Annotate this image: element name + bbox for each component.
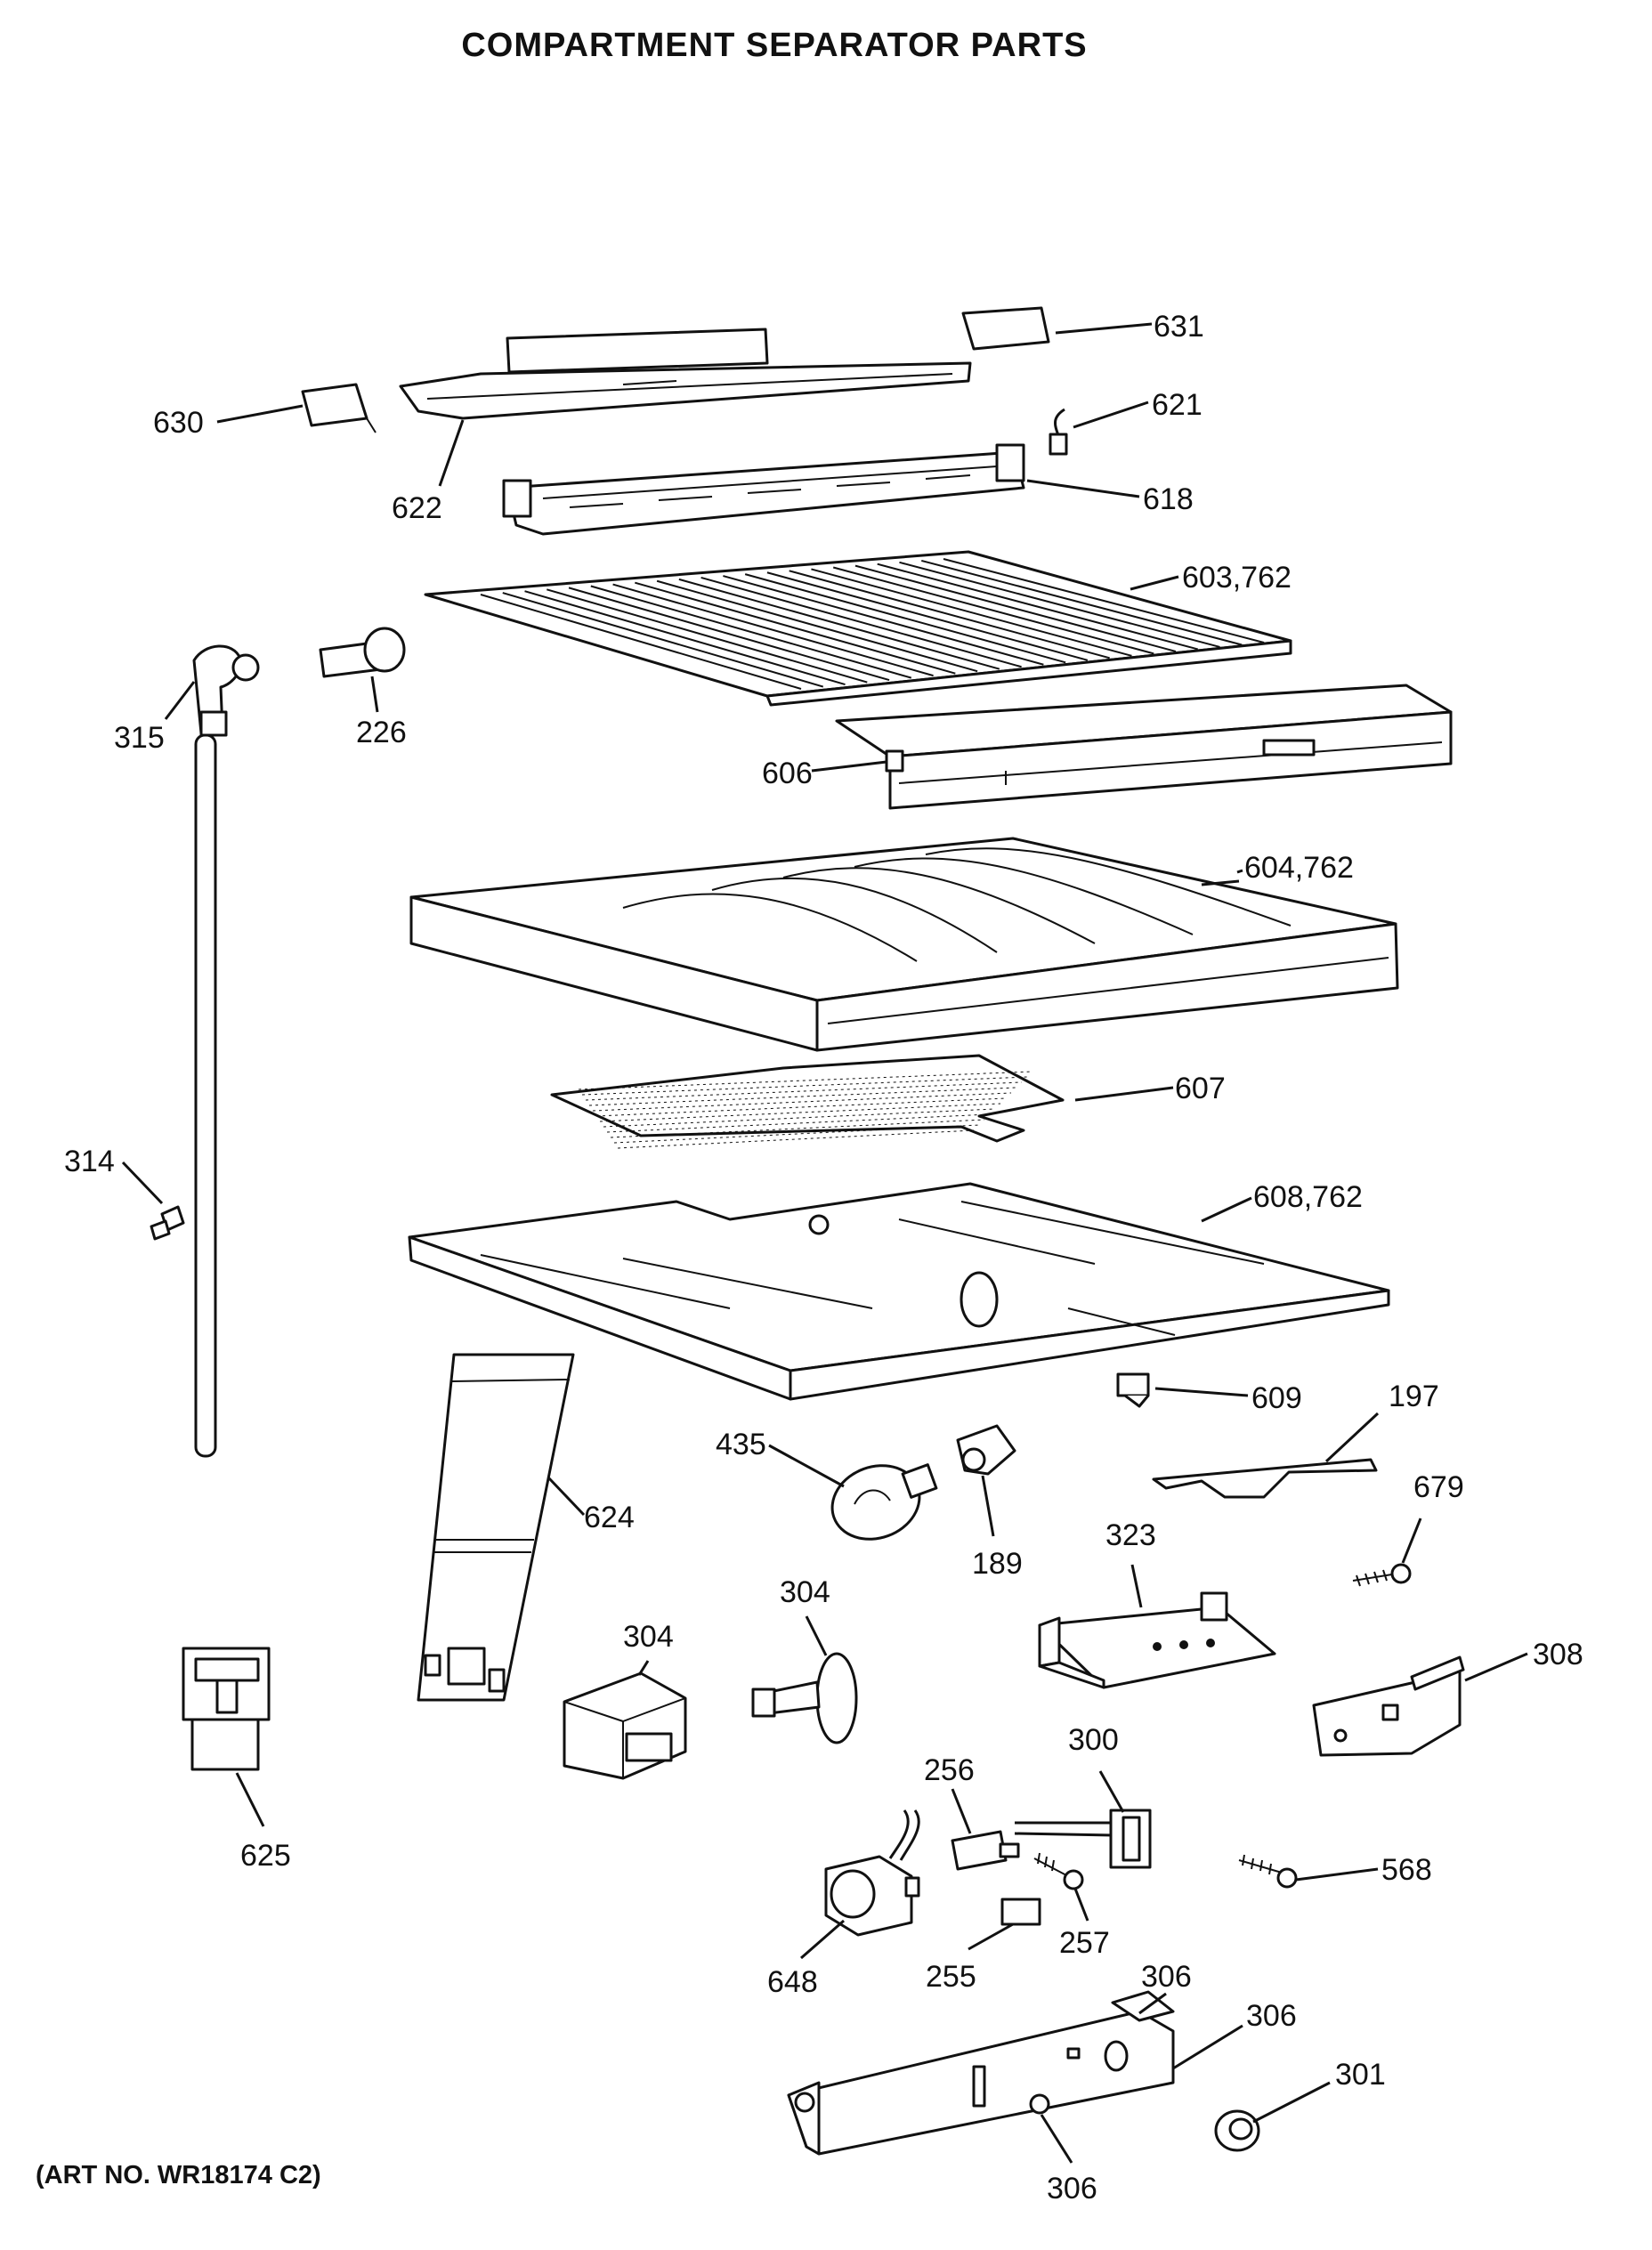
callout-304-box: 304 bbox=[623, 1620, 674, 1654]
callout-256: 256 bbox=[924, 1753, 975, 1787]
part-315-bracket bbox=[192, 644, 260, 737]
part-306-housing bbox=[787, 1990, 1175, 2156]
callout-257: 257 bbox=[1059, 1926, 1110, 1960]
callout-648: 648 bbox=[767, 1965, 818, 1999]
callout-604: 604,762 bbox=[1244, 851, 1354, 885]
part-308-plate bbox=[1312, 1655, 1465, 1757]
part-314-clip bbox=[150, 1205, 185, 1241]
part-606-channel bbox=[835, 684, 1453, 810]
callout-609: 609 bbox=[1251, 1381, 1302, 1415]
callout-624: 624 bbox=[584, 1501, 635, 1534]
part-435-bulb bbox=[830, 1463, 938, 1541]
callout-607: 607 bbox=[1175, 1072, 1226, 1105]
part-226-grommet bbox=[319, 627, 406, 678]
part-621-connector bbox=[1049, 408, 1068, 456]
part-607-mesh bbox=[550, 1054, 1065, 1149]
vertical-rod bbox=[194, 733, 217, 1458]
part-609-clip bbox=[1116, 1372, 1150, 1408]
callout-314: 314 bbox=[64, 1145, 115, 1178]
callout-631: 631 bbox=[1154, 310, 1204, 344]
callout-622: 622 bbox=[392, 491, 442, 525]
callout-308: 308 bbox=[1533, 1638, 1583, 1671]
callout-304-knob: 304 bbox=[780, 1575, 830, 1609]
part-604-pan bbox=[409, 837, 1399, 1052]
diagram-title: COMPARTMENT SEPARATOR PARTS bbox=[461, 27, 1088, 64]
art-number: (ART NO. WR18174 C2) bbox=[36, 2161, 321, 2189]
part-630-clip bbox=[301, 383, 377, 433]
callout-323: 323 bbox=[1105, 1518, 1156, 1552]
callout-306-bottom: 306 bbox=[1047, 2172, 1097, 2205]
callout-618: 618 bbox=[1143, 482, 1194, 516]
callout-608: 608,762 bbox=[1253, 1180, 1363, 1214]
callout-603: 603,762 bbox=[1182, 561, 1292, 595]
part-197-strip bbox=[1152, 1458, 1378, 1499]
part-304-box bbox=[563, 1671, 687, 1780]
callout-621: 621 bbox=[1152, 388, 1203, 422]
part-255-label bbox=[1000, 1898, 1041, 1926]
part-189-socket bbox=[956, 1424, 1016, 1476]
callout-625: 625 bbox=[240, 1839, 291, 1873]
part-304-knob bbox=[751, 1652, 858, 1744]
part-624-duct bbox=[417, 1353, 575, 1702]
callout-630: 630 bbox=[153, 406, 204, 440]
callout-226: 226 bbox=[356, 716, 407, 749]
part-603-shelf bbox=[424, 550, 1292, 707]
part-301-knob bbox=[1214, 2109, 1260, 2152]
part-256-switch bbox=[951, 1830, 1020, 1871]
callout-255: 255 bbox=[926, 1960, 976, 1994]
part-323-bracket bbox=[1038, 1591, 1276, 1689]
callout-306-right: 306 bbox=[1246, 1999, 1297, 2033]
part-300-thermostat bbox=[1014, 1809, 1152, 1869]
callout-labels: 631 630 621 622 618 603,762 315 226 606 … bbox=[64, 310, 1583, 2205]
callout-300: 300 bbox=[1068, 1723, 1119, 1757]
part-622-cover bbox=[399, 328, 972, 420]
callout-197: 197 bbox=[1389, 1380, 1439, 1413]
part-608-pan bbox=[408, 1182, 1390, 1401]
part-618-housing bbox=[502, 443, 1025, 536]
part-257-screw bbox=[1033, 1852, 1084, 1890]
callout-679: 679 bbox=[1413, 1470, 1464, 1504]
leader-lines bbox=[121, 322, 1528, 2164]
callout-435: 435 bbox=[716, 1428, 766, 1461]
part-625-shroud bbox=[182, 1647, 271, 1771]
callout-301: 301 bbox=[1335, 2058, 1386, 2092]
callout-568: 568 bbox=[1381, 1853, 1432, 1887]
callout-606: 606 bbox=[762, 757, 813, 790]
part-631-block bbox=[961, 306, 1050, 351]
part-568-screw bbox=[1238, 1854, 1298, 1889]
callout-306-top: 306 bbox=[1141, 1960, 1192, 1994]
part-679-screw bbox=[1352, 1563, 1412, 1587]
part-648-motor bbox=[824, 1809, 920, 1937]
callout-315: 315 bbox=[114, 721, 165, 755]
callout-189: 189 bbox=[972, 1547, 1023, 1581]
